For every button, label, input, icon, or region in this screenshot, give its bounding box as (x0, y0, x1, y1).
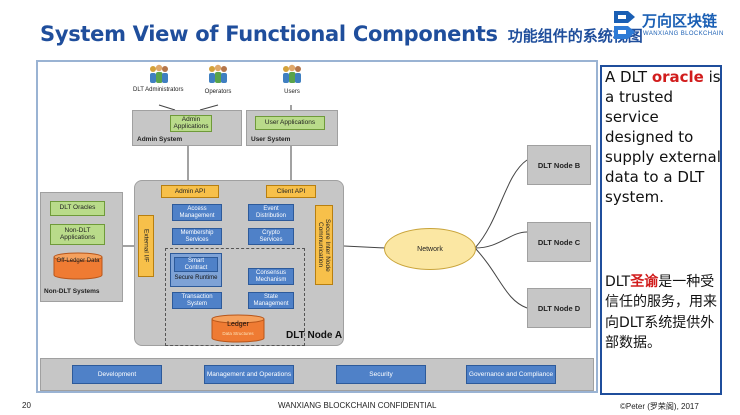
management-operations-item: Management and Operations (204, 365, 294, 384)
access-management: Access Management (172, 204, 222, 221)
logo-english-text: WANXIANG BLOCKCHAIN (643, 31, 724, 37)
definition-en-body: is a trusted service designed to supply … (605, 68, 721, 206)
oracle-definition-en: A DLT oracle is a trusted service design… (605, 68, 723, 208)
page-number: 20 (22, 401, 31, 410)
definition-cn-body: 是一种受信任的服务，用来向DLT系统提供外部数据。 (605, 274, 717, 352)
development-item: Development (72, 365, 162, 384)
dlt-node-b-label: DLT Node B (537, 160, 581, 170)
users-label: Users (284, 89, 300, 95)
secure-inter-node-communication: Secure Inter Node Communication (315, 205, 333, 285)
dlt-oracles: DLT Oracles (50, 201, 105, 216)
blockchain-logo-icon (614, 11, 635, 39)
node-core-region (165, 248, 305, 346)
footer-copyright: ©Peter (罗荣阁), 2017 (620, 402, 699, 411)
dlt-node-a-label: DLT Node A (286, 330, 343, 341)
admins-people-icon (150, 64, 168, 83)
external-if: External I/F (138, 215, 154, 277)
event-distribution: Event Distribution (248, 204, 294, 221)
security-item: Security (336, 365, 426, 384)
admin-api: Admin API (161, 185, 219, 198)
smart-contract: Smart Contract (174, 257, 218, 272)
admins-label: DLT Administrators (133, 87, 184, 93)
crypto-services: Crypto Services (248, 228, 294, 245)
ledger-sub-label: Data Structures (222, 331, 254, 336)
footer-confidential: WANXIANG BLOCKCHAIN CONFIDENTIAL (278, 401, 437, 410)
users-people-icon (283, 64, 301, 83)
title-chinese: 功能组件的系统视图 (507, 27, 643, 45)
admin-system-label: Admin System (137, 136, 183, 143)
definition-cn-prefix: DLT (605, 274, 631, 290)
non-dlt-systems-label: Non-DLT Systems (44, 288, 100, 295)
oracle-highlight: oracle (651, 68, 704, 86)
network-label: Network (417, 245, 443, 253)
network-node: Network (384, 228, 476, 270)
user-system-label: User System (251, 136, 291, 143)
user-applications: User Applications (255, 116, 325, 130)
secure-runtime-label: Secure Runtime (174, 275, 218, 281)
page-title: System View of Functional Components 功能组件… (40, 22, 643, 46)
oracle-cn-highlight: 圣谕 (630, 274, 659, 290)
oracle-definition-cn: DLT圣谕是一种受信任的服务，用来向DLT系统提供外部数据。 (605, 272, 721, 354)
off-ledger-data-label: Off-Ledger Data (56, 258, 100, 264)
dlt-node-d: DLT Node D (527, 288, 591, 328)
ledger-label: Ledger (227, 321, 249, 328)
dlt-node-c: DLT Node C (527, 222, 591, 262)
database-cylinder-icon (53, 252, 103, 280)
operators-people-icon (209, 64, 227, 83)
consensus-mechanism: Consensus Mechanism (248, 268, 294, 285)
dlt-node-b: DLT Node B (527, 145, 591, 185)
ledger-database-icon (211, 314, 265, 343)
transaction-system: Transaction System (172, 292, 222, 309)
operators-label: Operators (204, 89, 232, 95)
membership-services: Membership Services (172, 228, 222, 245)
governance-compliance-item: Governance and Compliance (466, 365, 556, 384)
dlt-node-c-label: DLT Node C (537, 237, 581, 247)
definition-panel (600, 65, 722, 395)
client-api: Client API (266, 185, 316, 198)
admin-applications: Admin Applications (170, 115, 212, 132)
title-english: System View of Functional Components (40, 22, 498, 46)
state-management: State Management (248, 292, 294, 309)
non-dlt-applications: Non-DLT Applications (50, 224, 105, 245)
definition-en-prefix: A DLT (605, 68, 652, 86)
dlt-node-d-label: DLT Node D (537, 303, 581, 313)
logo-chinese-text: 万向区块链 (642, 12, 718, 30)
